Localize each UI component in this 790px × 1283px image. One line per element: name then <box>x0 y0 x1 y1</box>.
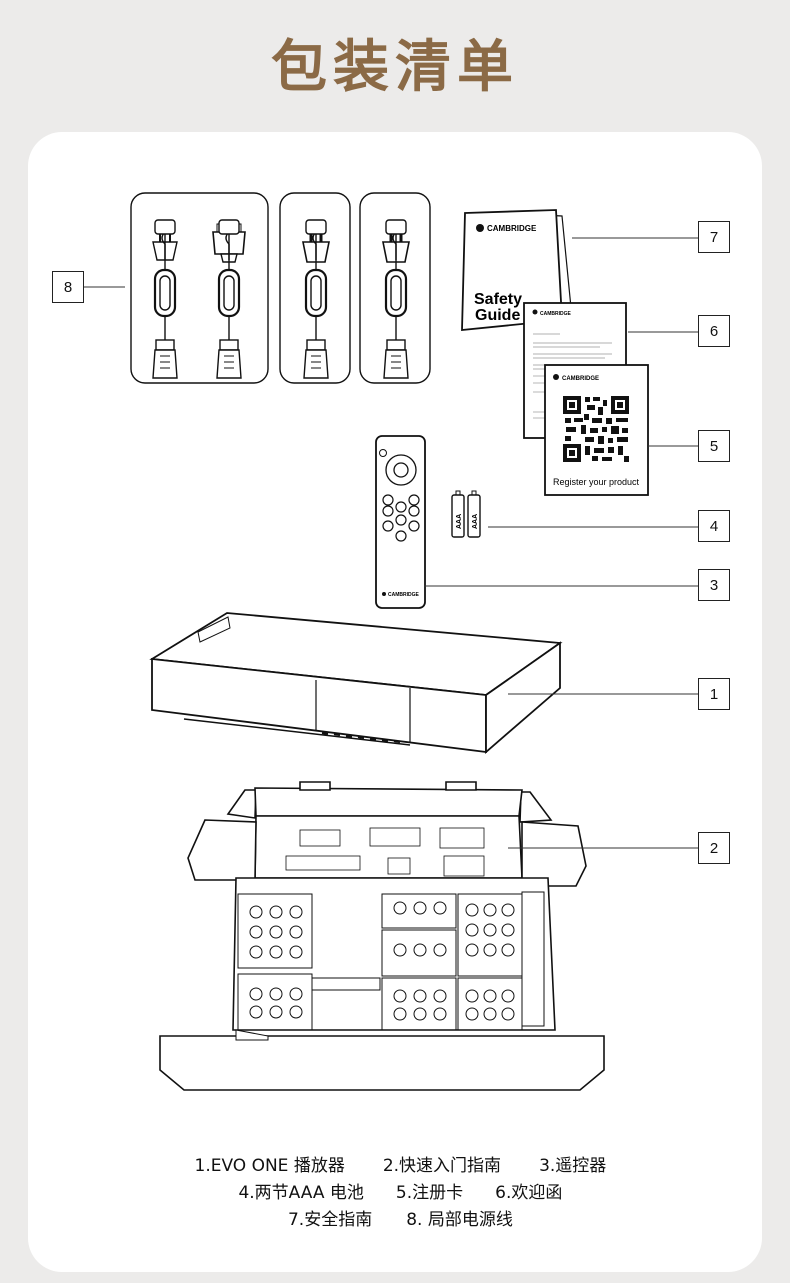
callout-7: 7 <box>698 221 730 253</box>
safety-guide-illustration: CAMBRIDGE Safety Guide <box>461 209 573 331</box>
evo-one-player-illustration <box>149 612 563 754</box>
legend-item-1: 1.EVO ONE 播放器 <box>194 1156 345 1176</box>
legend-item-7: 7.安全指南 <box>287 1210 373 1230</box>
qr-code-icon <box>563 396 629 462</box>
packaging-box-illustration <box>159 781 605 1091</box>
legend-item-3: 3.遥控器 <box>539 1156 607 1176</box>
legend-line-3: 7.安全指南 8. 局部电源线 <box>0 1185 790 1230</box>
callout-8: 8 <box>52 271 84 303</box>
batteries-illustration: AAA AAA <box>451 490 481 538</box>
legend-line-1: 1.EVO ONE 播放器 2.快速入门指南 3.遥控器 <box>0 1131 790 1176</box>
remote-illustration: CAMBRIDGE <box>375 435 426 609</box>
callout-2: 2 <box>698 832 730 864</box>
safety-guide-title-1: Safety <box>474 291 522 308</box>
leader-lines <box>84 237 698 849</box>
legend-item-6: 6.欢迎函 <box>495 1183 563 1203</box>
callout-1: 1 <box>698 678 730 710</box>
legend-item-8: 8. 局部电源线 <box>406 1210 513 1230</box>
safety-guide-brand: CAMBRIDGE <box>487 224 537 233</box>
remote-brand: CAMBRIDGE <box>388 592 419 598</box>
legend-line-2: 4.两节AAA 电池 5.注册卡 6.欢迎函 <box>0 1158 790 1203</box>
battery-2-label: AAA <box>472 514 479 529</box>
register-card-caption: Register your product <box>553 477 640 487</box>
register-card-brand: CAMBRIDGE <box>562 376 599 382</box>
power-cords-illustration <box>130 192 431 384</box>
safety-guide-title-2: Guide <box>475 307 520 324</box>
legend-item-4: 4.两节AAA 电池 <box>238 1183 364 1203</box>
welcome-letter-brand: CAMBRIDGE <box>540 311 571 317</box>
callout-3: 3 <box>698 569 730 601</box>
callout-5: 5 <box>698 430 730 462</box>
callout-4: 4 <box>698 510 730 542</box>
legend-item-5: 5.注册卡 <box>395 1183 464 1203</box>
page-title: 包装清单 <box>271 35 519 100</box>
legend-item-2: 2.快速入门指南 <box>382 1156 502 1176</box>
callout-6: 6 <box>698 315 730 347</box>
register-card-illustration: CAMBRIDGE Register your product <box>544 364 649 496</box>
battery-1-label: AAA <box>456 514 463 529</box>
